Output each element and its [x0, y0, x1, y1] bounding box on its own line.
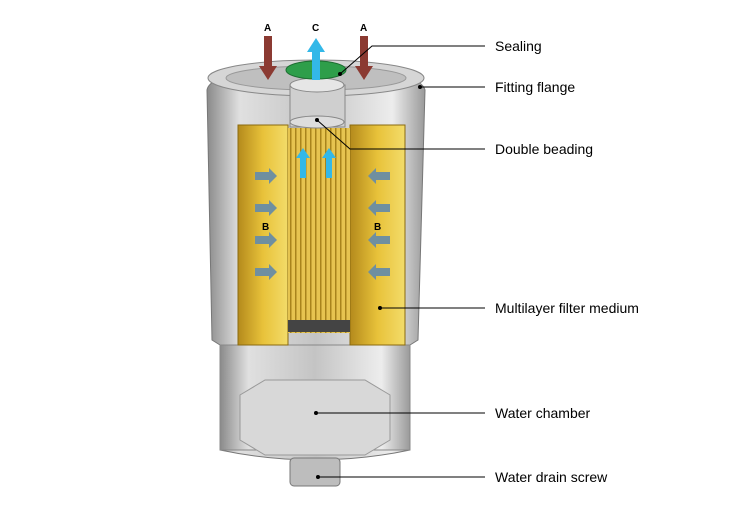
- letter-b-right: B: [374, 222, 381, 233]
- inlet-arrow-left: [259, 36, 277, 80]
- label-sealing: Sealing: [495, 38, 542, 54]
- label-fitting-flange: Fitting flange: [495, 79, 575, 95]
- water-drain-screw: [289, 457, 341, 487]
- label-double-beading: Double beading: [495, 141, 593, 157]
- label-water-drain-screw: Water drain screw: [495, 469, 608, 485]
- inner-flow-arrows: [296, 148, 336, 178]
- letter-b-left: B: [262, 222, 269, 233]
- filter-medium: [237, 124, 406, 346]
- label-water-chamber: Water chamber: [495, 405, 591, 421]
- medium-flow-arrows-right: [368, 168, 390, 280]
- letter-a-right: A: [360, 23, 367, 34]
- outlet-arrow: [307, 38, 325, 80]
- label-filter-medium: Multilayer filter medium: [495, 300, 639, 316]
- inlet-arrow-right: [355, 36, 373, 80]
- letter-c: C: [312, 23, 319, 34]
- leader-lines: [314, 45, 485, 479]
- letter-a-left: A: [264, 23, 271, 34]
- medium-flow-arrows-left: [255, 168, 277, 280]
